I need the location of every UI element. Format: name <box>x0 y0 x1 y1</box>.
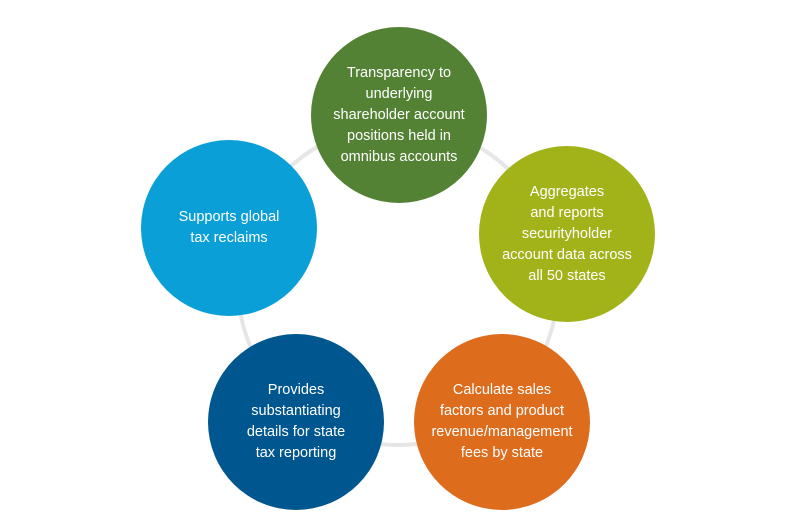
node-global-tax-label: Supports global tax reclaims <box>178 209 280 246</box>
node-global-tax: Supports global tax reclaims <box>141 140 317 316</box>
node-calculate-sales: Calculate sales factors and product reve… <box>414 334 590 510</box>
node-aggregates: Aggregates and reports securityholder ac… <box>479 146 655 322</box>
node-transparency-label: Transparency to underlying shareholder a… <box>333 64 465 165</box>
node-calculate-sales-label: Calculate sales factors and product reve… <box>431 382 573 461</box>
node-provides-details-label: Provides substantiating details for stat… <box>246 382 346 461</box>
node-provides-details: Provides substantiating details for stat… <box>208 334 384 510</box>
node-aggregates-label: Aggregates and reports securityholder ac… <box>502 183 632 284</box>
node-transparency: Transparency to underlying shareholder a… <box>311 27 487 203</box>
